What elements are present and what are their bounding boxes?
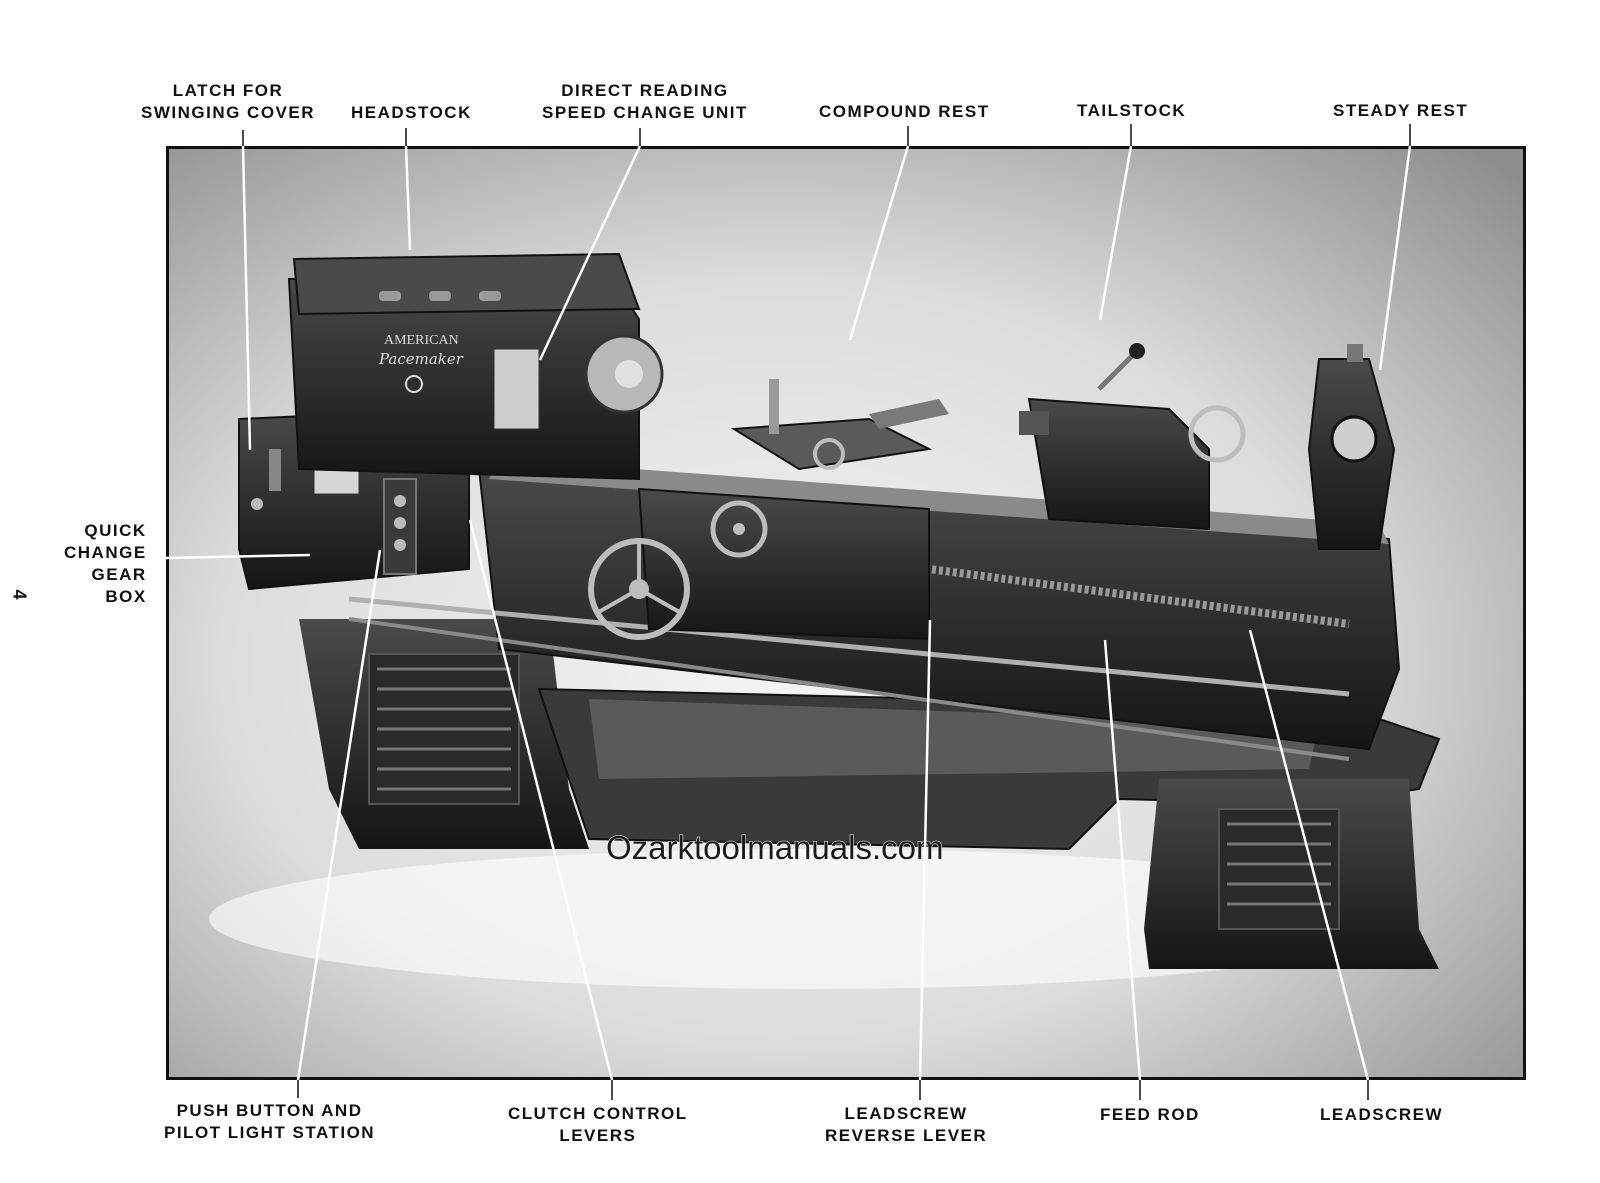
label-steady-rest: STEADY REST <box>1333 101 1469 120</box>
label-push-button-and-pilot-light-station: PUSH BUTTON AND PILOT LIGHT STATION <box>164 1101 376 1142</box>
label-feed-rod: FEED ROD <box>1100 1105 1200 1124</box>
nameplate-line2: Pacemaker <box>378 350 464 368</box>
label-clutch-control-levers: CLUTCH CONTROL LEVERS <box>508 1104 688 1145</box>
label-latch-for-swinging-cover: LATCH FOR SWINGING COVER <box>141 81 316 122</box>
lathe-photo-frame: AMERICAN Pacemaker Ozarktoolmanuals.com <box>166 146 1526 1080</box>
label-leadscrew-reverse-lever: LEADSCREW REVERSE LEVER <box>825 1104 988 1145</box>
headstock: AMERICAN Pacemaker <box>287 252 664 481</box>
lathe-illustration: AMERICAN Pacemaker <box>169 149 1523 1077</box>
label-quick-change-gear-box: QUICK CHANGE GEAR BOX <box>64 521 147 606</box>
nameplate-line1: AMERICAN <box>384 333 459 348</box>
label-tailstock: TAILSTOCK <box>1077 101 1187 120</box>
push-button-station <box>383 478 417 575</box>
label-direct-reading-speed-change-unit: DIRECT READING SPEED CHANGE UNIT <box>542 81 748 122</box>
label-headstock: HEADSTOCK <box>351 103 472 122</box>
compound-rest <box>730 379 949 471</box>
label-leadscrew: LEADSCREW <box>1320 1105 1444 1124</box>
watermark: Ozarktoolmanuals.com <box>605 829 944 867</box>
tailstock <box>1019 343 1246 531</box>
label-compound-rest: COMPOUND REST <box>819 102 990 121</box>
steady-rest <box>1307 344 1396 550</box>
page-number: 4 <box>9 589 30 600</box>
right-pedestal <box>1144 779 1439 969</box>
